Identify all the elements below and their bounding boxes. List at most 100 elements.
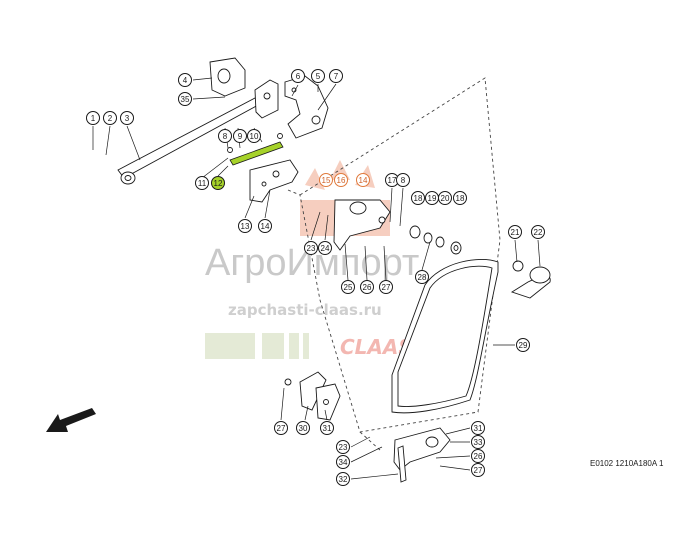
hinge-bracket-upper: [333, 199, 391, 251]
callout-label: 13: [241, 222, 250, 231]
callout-label: 24: [321, 244, 330, 253]
washer-stack: [409, 225, 462, 255]
callout-31: 31: [320, 421, 334, 435]
callout-8: 8: [396, 173, 410, 187]
callout-18: 18: [411, 191, 425, 205]
callout-label: 9: [238, 132, 243, 141]
callout-label: 30: [299, 424, 308, 433]
callout-label: 23: [339, 443, 348, 452]
callout-9: 9: [233, 129, 247, 143]
callout-label: 18: [456, 194, 465, 203]
callout-18: 18: [453, 191, 467, 205]
callout-label: 32: [339, 475, 348, 484]
callout-33: 33: [471, 435, 485, 449]
callout-label: 27: [474, 466, 483, 475]
callout-label: 25: [344, 283, 353, 292]
callout-32: 32: [336, 472, 350, 486]
callout-34: 34: [336, 455, 350, 469]
callout-label: 31: [323, 424, 332, 433]
callout-label: 14: [359, 176, 368, 185]
lock-cover: [209, 57, 246, 97]
callout-19: 19: [425, 191, 439, 205]
callout-label: 27: [382, 283, 391, 292]
callout-25: 25: [341, 280, 355, 294]
callout-label: 22: [534, 228, 543, 237]
callout-label: 21: [511, 228, 520, 237]
callout-23: 23: [304, 241, 318, 255]
callout-26: 26: [471, 449, 485, 463]
bracket-middle: [249, 159, 299, 203]
callout-12: 12: [211, 176, 225, 190]
callout-label: 18: [414, 194, 423, 203]
callout-24: 24: [318, 241, 332, 255]
callout-7: 7: [329, 69, 343, 83]
callout-label: 17: [388, 176, 397, 185]
callout-label: 23: [307, 244, 316, 253]
callout-label: 8: [401, 176, 406, 185]
callout-10: 10: [247, 129, 261, 143]
callout-label: 11: [198, 179, 207, 188]
callout-22: 22: [531, 225, 545, 239]
highlighted-rod: [227, 133, 284, 166]
door-outline: [287, 77, 501, 451]
callout-16: 16: [334, 173, 348, 187]
callout-2: 2: [103, 111, 117, 125]
callout-20: 20: [438, 191, 452, 205]
callout-label: 29: [519, 341, 528, 350]
door-handle: [510, 260, 551, 299]
callout-27: 27: [379, 280, 393, 294]
watermark-stripes: [205, 333, 309, 359]
callout-label: 5: [316, 72, 321, 81]
callout-label: 26: [474, 452, 483, 461]
watermark-url: zapchasti-claas.ru: [228, 301, 382, 319]
callout-label: 35: [181, 95, 190, 104]
callout-27: 27: [471, 463, 485, 477]
leader-lines: [92, 77, 541, 480]
callout-label: 26: [363, 283, 372, 292]
callout-8: 8: [218, 129, 232, 143]
door-glass-panel: [391, 259, 499, 414]
callout-26: 26: [360, 280, 374, 294]
callout-13: 13: [238, 219, 252, 233]
callout-label: 3: [125, 114, 130, 123]
callout-label: 20: [441, 194, 450, 203]
callout-14: 14: [258, 219, 272, 233]
callout-label: 16: [337, 176, 346, 185]
callout-15: 15: [319, 173, 333, 187]
callout-31: 31: [471, 421, 485, 435]
callout-label: 14: [261, 222, 270, 231]
mounting-plate-top: [284, 75, 329, 139]
callout-29: 29: [516, 338, 530, 352]
lock-mechanism: [254, 79, 279, 119]
callout-label: 10: [250, 132, 259, 141]
callout-label: 4: [183, 76, 188, 85]
hinge-plate-left: [284, 371, 341, 421]
callout-35: 35: [178, 92, 192, 106]
callout-28: 28: [415, 270, 429, 284]
hinge-plate-right: [393, 427, 451, 483]
callout-30: 30: [296, 421, 310, 435]
callout-label: 33: [474, 438, 483, 447]
callout-label: 8: [223, 132, 228, 141]
callout-label: 12: [214, 179, 223, 188]
callout-label: 34: [339, 458, 348, 467]
callout-1: 1: [86, 111, 100, 125]
callout-21: 21: [508, 225, 522, 239]
callout-label: 15: [322, 176, 331, 185]
callout-14: 14: [356, 173, 370, 187]
callout-5: 5: [311, 69, 325, 83]
callout-23: 23: [336, 440, 350, 454]
callout-27: 27: [274, 421, 288, 435]
diagram-reference-code: E0102 1210A180A 1: [590, 459, 664, 468]
callout-3: 3: [120, 111, 134, 125]
callout-label: 31: [474, 424, 483, 433]
direction-arrow-icon: [46, 408, 96, 432]
callout-label: 28: [418, 273, 427, 282]
callout-4: 4: [178, 73, 192, 87]
callout-label: 7: [334, 72, 339, 81]
callout-label: 19: [428, 194, 437, 203]
callout-label: 1: [91, 114, 96, 123]
callout-label: 6: [296, 72, 301, 81]
